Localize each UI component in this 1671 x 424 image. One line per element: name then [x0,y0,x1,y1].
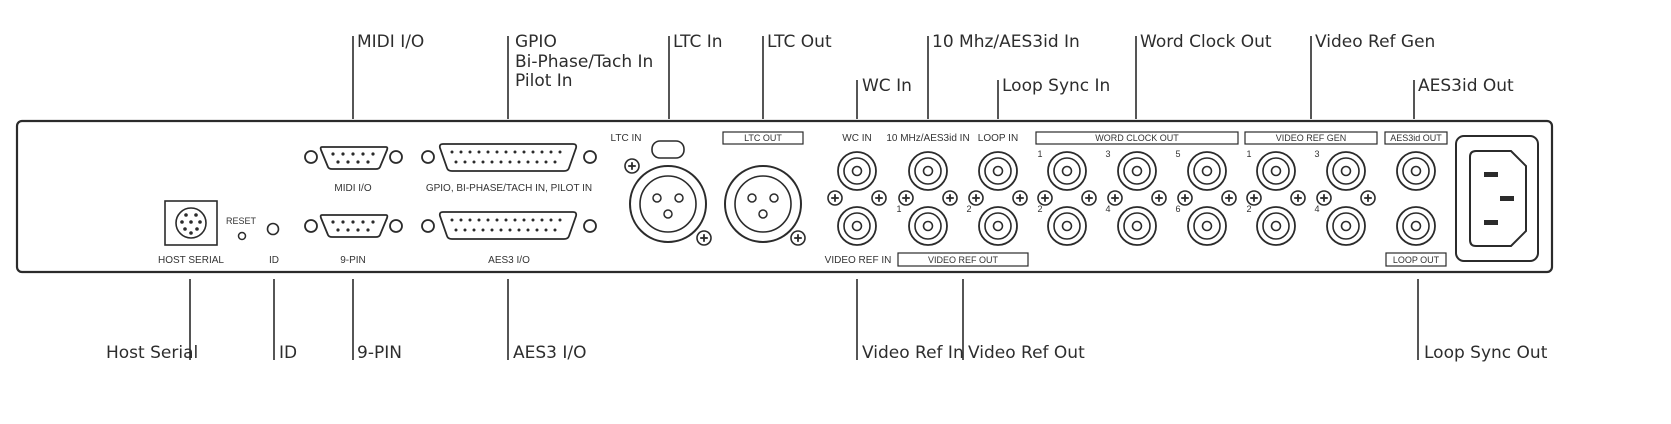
callout-video-ref-out: Video Ref Out [968,343,1085,363]
callout-10mhz-aes3id-in: 10 Mhz/AES3id In [932,32,1080,52]
port-number: 3 [1105,149,1110,159]
callout-host-serial: Host Serial [106,343,199,363]
reset-button [237,231,247,241]
panel-label-wc-in: WC IN [842,133,871,144]
callout-9-pin: 9-PIN [357,343,402,363]
ltc-out-connector [724,165,806,246]
power-inlet [1455,135,1539,262]
callout-midi-io: MIDI I/O [357,32,425,52]
callout-id: ID [279,343,298,363]
ltc-in-connector [624,140,712,246]
panel-label-host-serial: HOST SERIAL [158,255,224,266]
host-serial-connector [175,207,207,239]
loop-in-bnc [978,151,1018,191]
callout-loop-sync-out: Loop Sync Out [1424,343,1548,363]
port-number: 1 [1246,149,1251,159]
port-number: 2 [1246,204,1251,214]
port-number: 4 [1314,204,1319,214]
port-number: 3 [1314,149,1319,159]
panel-label-aes3-io: AES3 I/O [488,255,530,266]
video-ref-in-bnc [837,206,877,246]
panel-label-loop-in: LOOP IN [978,133,1018,144]
word-clock-out-label-box [1035,131,1239,145]
plus-icon [968,190,984,206]
panel-label-loop-out: LOOP OUT [1393,255,1440,265]
ltc-out-label-box [722,131,804,145]
callout-video-ref-in: Video Ref In [862,343,964,363]
callout-wc-in: WC In [862,76,912,96]
plus-icon [827,190,843,206]
panel-label-aes3id-out: AES3id OUT [1390,133,1442,143]
panel-label-video-ref-out: VIDEO REF OUT [928,255,999,265]
loop-out-bnc [1396,206,1436,246]
loop-out-label-box [1385,252,1447,267]
id-led [266,222,280,236]
callout-ltc-in: LTC In [673,32,723,52]
midi-io-connector [304,146,403,170]
port-number: 6 [1175,204,1180,214]
callout-gpio-line1: GPIO [515,32,557,52]
10mhz-bnc [908,151,948,191]
plus-icon [942,190,958,206]
leader-lines [189,36,1419,360]
callout-gpio-line2: Bi-Phase/Tach In [515,52,654,72]
nine-pin-connector [304,214,403,238]
port-number: 4 [1105,204,1110,214]
panel-label-reset: RESET [226,216,257,226]
port-number: 5 [1175,149,1180,159]
port-number: 1 [1037,149,1042,159]
video-ref-out-2-bnc [978,206,1018,246]
aes3id-out-bnc [1396,151,1436,191]
aes3id-out-label-box [1384,131,1448,145]
panel-label-video-ref-gen: VIDEO REF GEN [1276,133,1347,143]
callout-aes3-io: AES3 I/O [513,343,587,363]
callout-aes3id-out: AES3id Out [1418,76,1514,96]
video-ref-gen-label-box [1244,131,1378,145]
plus-icon [898,190,914,206]
callout-ltc-out: LTC Out [767,32,832,52]
callout-video-ref-gen: Video Ref Gen [1315,32,1436,52]
plus-icon [1012,190,1028,206]
panel-label-video-ref-in: VIDEO REF IN [825,255,892,266]
panel-label-word-clock-out: WORD CLOCK OUT [1095,133,1179,143]
port-number: 1 [896,204,901,214]
callout-gpio-line3: Pilot In [515,71,573,91]
video-ref-out-label-box [897,252,1029,267]
panel-label-gpio: GPIO, BI-PHASE/TACH IN, PILOT IN [426,183,592,194]
wc-in-bnc [837,151,877,191]
panel-label-midi-io: MIDI I/O [334,183,371,194]
plus-icon [871,190,887,206]
video-ref-out-1-bnc [908,206,948,246]
port-number: 2 [1037,204,1042,214]
panel-label-ltc-out: LTC OUT [744,133,782,143]
port-number: 2 [966,204,971,214]
callout-loop-sync-in: Loop Sync In [1002,76,1111,96]
panel-label-9-pin: 9-PIN [340,255,366,266]
panel-label-10mhz: 10 MHz/AES3id IN [886,133,969,144]
panel-label-ltc-in: LTC IN [611,133,642,144]
panel-label-id: ID [269,255,279,266]
gpio-connector [421,143,597,172]
callout-word-clock-out: Word Clock Out [1140,32,1272,52]
aes3-io-connector [421,211,597,240]
